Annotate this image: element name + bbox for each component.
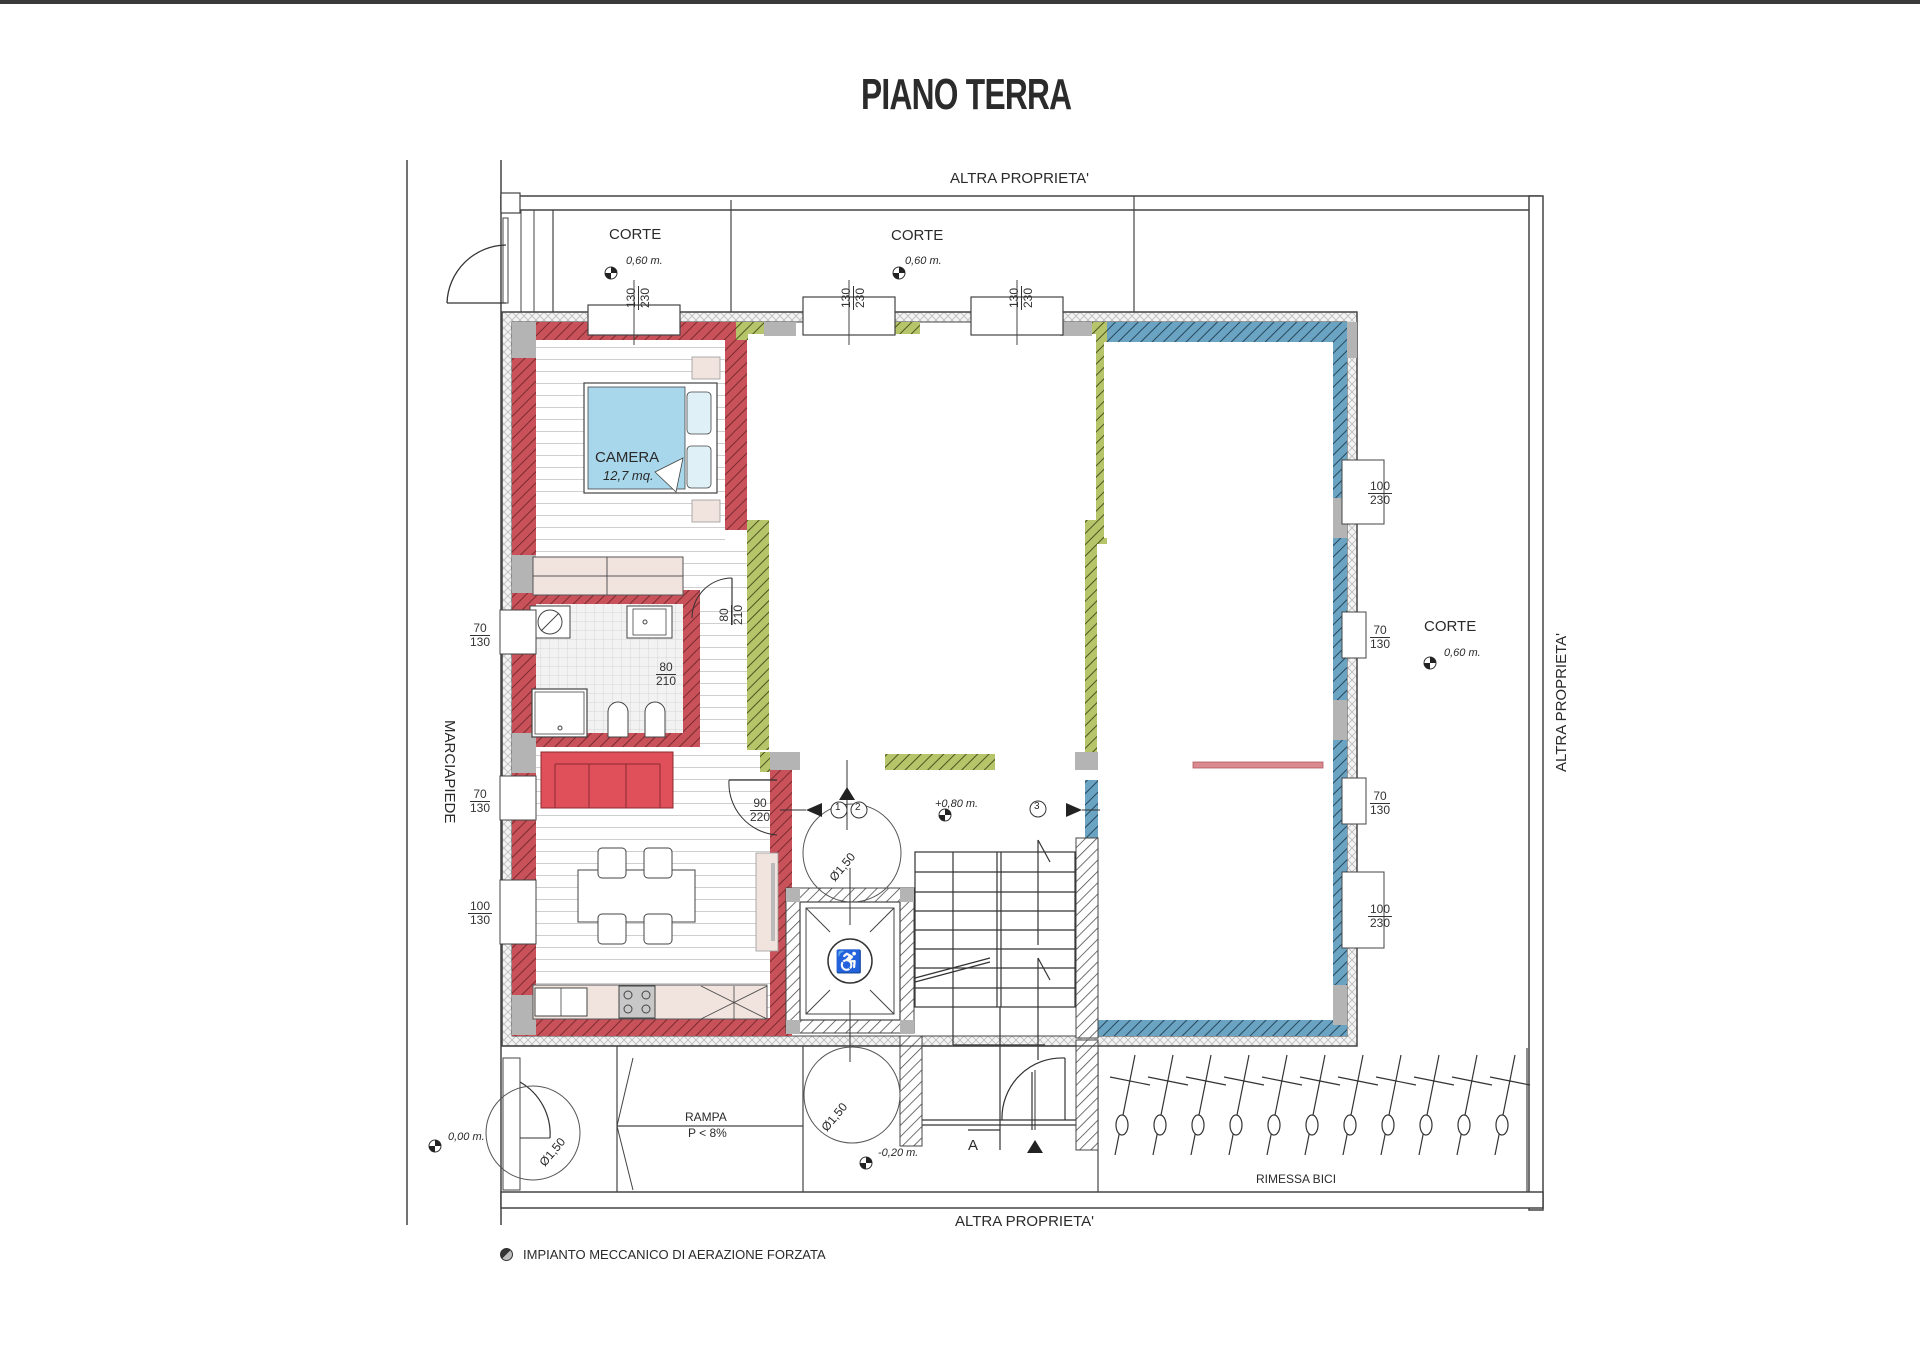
marker-circle-3: 3	[1034, 801, 1040, 812]
courtyard-level: 0,60 m.	[1444, 647, 1481, 659]
courtyard-level: 0,60 m.	[905, 255, 942, 267]
legend: IMPIANTO MECCANICO DI AERAZIONE FORZATA	[500, 1247, 826, 1262]
room-label-rimessa-bici: RIMESSA BICI	[1256, 1172, 1337, 1186]
courtyard-level: 0,60 m.	[626, 255, 663, 267]
rampa-slope: P < 8%	[688, 1126, 727, 1140]
section-marker-a: A	[968, 1137, 979, 1154]
courtyard-label: CORTE	[891, 227, 944, 244]
boundary-bottom-label: ALTRA PROPRIETA'	[955, 1213, 1095, 1230]
boundary-left-label: MARCIAPIEDE	[441, 720, 458, 824]
page-title: PIANO TERRA	[860, 70, 1072, 119]
room-label-rampa: RAMPA	[685, 1110, 727, 1124]
courtyard-label: CORTE	[1424, 618, 1477, 635]
marker-circle-2: 2	[855, 802, 861, 813]
level-lower: -0,20 m.	[878, 1147, 919, 1159]
marker-circle-1: 1	[835, 802, 841, 813]
room-label-camera: CAMERA	[595, 449, 660, 466]
level-landing: +0,80 m.	[935, 798, 979, 810]
boundary-right-label: ALTRA PROPRIETA'	[1553, 632, 1570, 772]
boundary-top-label: ALTRA PROPRIETA'	[950, 170, 1090, 187]
level-street: 0,00 m.	[448, 1131, 485, 1143]
courtyard-label: CORTE	[609, 226, 662, 243]
top-border	[0, 0, 1920, 4]
room-area-camera: 12,7 mq.	[603, 468, 654, 483]
forced-ventilation-icon	[500, 1248, 513, 1261]
legend-text: IMPIANTO MECCANICO DI AERAZIONE FORZATA	[523, 1247, 826, 1262]
wheelchair-icon: ♿	[835, 949, 863, 974]
